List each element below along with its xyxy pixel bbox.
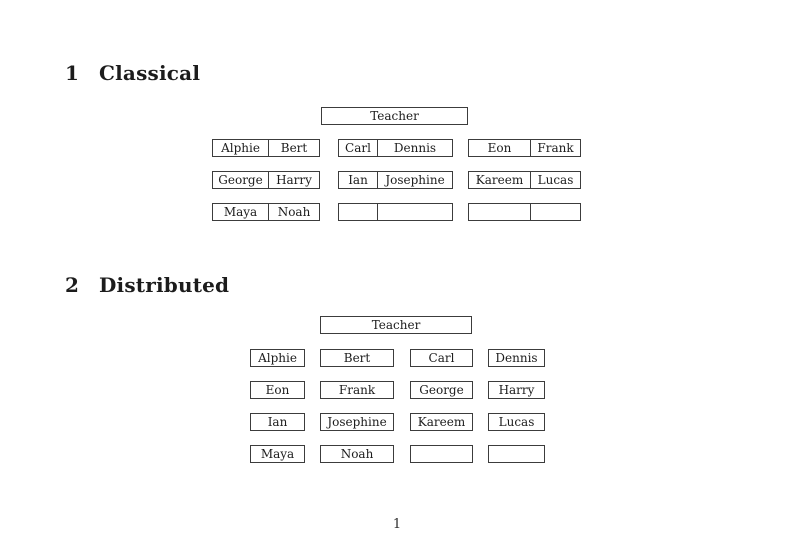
desk-cell-empty (339, 204, 378, 220)
classical-desk-pair: Alphie Bert (212, 139, 320, 157)
desk-cell: Frank (537, 141, 574, 155)
distributed-desk: Kareem (410, 413, 473, 431)
distributed-desk: Bert (320, 349, 394, 367)
desk-cell-empty (469, 204, 531, 220)
classical-desk-pair: Kareem Lucas (468, 171, 581, 189)
classical-desk-pair-empty (338, 203, 453, 221)
classical-desk-pair: Carl Dennis (338, 139, 453, 157)
classical-teacher-box: Teacher (321, 107, 468, 125)
section-title: Distributed (99, 273, 230, 297)
distributed-desk: Harry (488, 381, 545, 399)
classical-desk-pair: George Harry (212, 171, 320, 189)
section-title: Classical (99, 61, 201, 85)
desk-cell: Maya (213, 204, 269, 220)
section-number: 2 (65, 273, 80, 297)
distributed-desk: Josephine (320, 413, 394, 431)
desk-cell: George (213, 172, 269, 188)
section-heading-distributed: 2 Distributed (65, 273, 229, 297)
desk-cell: Eon (469, 140, 531, 156)
distributed-desk: Maya (250, 445, 305, 463)
desk-cell: Lucas (537, 173, 574, 187)
distributed-desk: Eon (250, 381, 305, 399)
section-heading-classical: 1 Classical (65, 61, 200, 85)
desk-cell: Carl (339, 140, 378, 156)
distributed-teacher-box: Teacher (320, 316, 472, 334)
classical-desk-pair: Maya Noah (212, 203, 320, 221)
section-number: 1 (65, 61, 80, 85)
desk-cell: Josephine (385, 173, 445, 187)
distributed-desk: Carl (410, 349, 473, 367)
distributed-desk: Alphie (250, 349, 305, 367)
classical-desk-pair: Ian Josephine (338, 171, 453, 189)
desk-cell: Kareem (469, 172, 531, 188)
desk-cell: Dennis (393, 141, 437, 155)
desk-cell: Alphie (213, 140, 269, 156)
distributed-desk: Dennis (488, 349, 545, 367)
desk-cell: Harry (276, 173, 312, 187)
distributed-desk: Noah (320, 445, 394, 463)
distributed-desk-empty (488, 445, 545, 463)
classical-desk-pair-empty (468, 203, 581, 221)
distributed-desk: George (410, 381, 473, 399)
desk-cell: Bert (280, 141, 308, 155)
desk-cell: Noah (277, 205, 311, 219)
desk-cell-empty (378, 204, 452, 220)
distributed-desk: Lucas (488, 413, 545, 431)
desk-cell: Ian (339, 172, 378, 188)
distributed-desk-empty (410, 445, 473, 463)
distributed-desk: Ian (250, 413, 305, 431)
distributed-desk: Frank (320, 381, 394, 399)
classical-desk-pair: Eon Frank (468, 139, 581, 157)
desk-cell-empty (531, 204, 580, 220)
page-number: 1 (392, 517, 402, 532)
